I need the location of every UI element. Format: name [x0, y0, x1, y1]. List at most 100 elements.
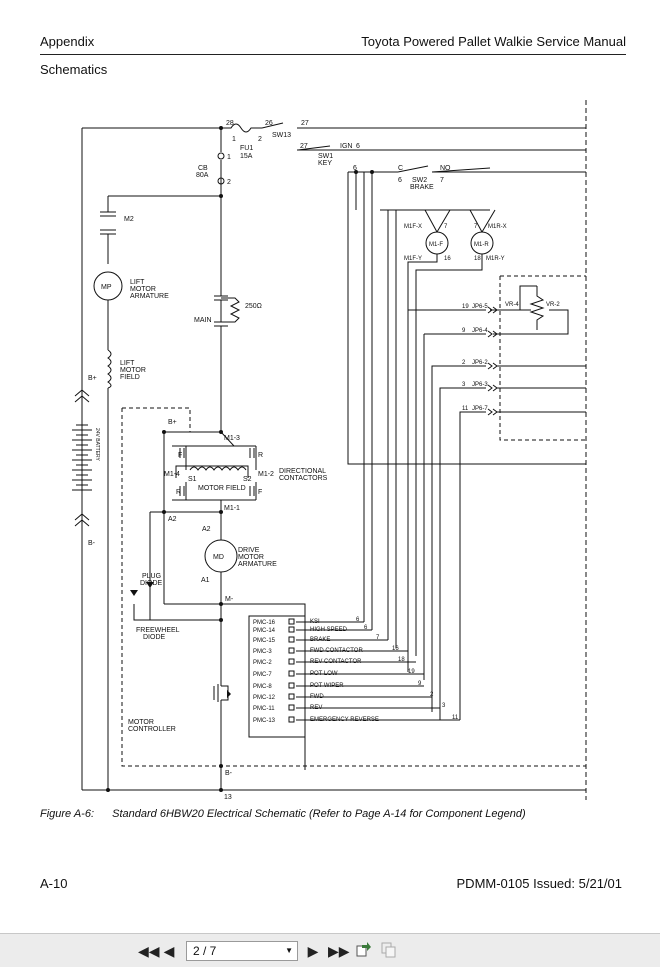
- label-wire-13: 13: [224, 794, 232, 801]
- pmc-signal-label: REV CONTACTOR: [310, 659, 362, 665]
- export-icon[interactable]: [354, 942, 372, 960]
- pmc-wire-number: 3: [442, 703, 446, 709]
- figure-text: Standard 6HBW20 Electrical Schematic (Re…: [112, 808, 526, 820]
- jp-connector-label: JP6-3: [472, 382, 488, 388]
- label-vr4: VR-4: [505, 302, 519, 308]
- label-s2: S2: [243, 476, 252, 483]
- jp-wire-label: 11: [462, 406, 469, 412]
- pmc-signal-label: KSI: [310, 619, 320, 625]
- label-sw1-key: KEY: [318, 160, 332, 167]
- label-directional-1: DIRECTIONAL: [279, 468, 326, 475]
- first-page-icon[interactable]: ◀◀: [138, 943, 160, 959]
- label-main: MAIN: [194, 317, 212, 324]
- label-drive-armature-2: MOTOR: [238, 554, 264, 561]
- pmc-pin-terminal: [288, 658, 295, 665]
- label-drive-armature-1: DRIVE: [238, 547, 260, 554]
- pmc-pin-terminal: [288, 626, 295, 633]
- figure-label: Figure A-6:: [40, 808, 95, 820]
- label-motor-controller-2: CONTROLLER: [128, 726, 176, 733]
- label-node-27b: 27: [300, 143, 308, 150]
- prev-page-icon[interactable]: ◀: [163, 943, 175, 959]
- pmc-pin-terminal: [288, 716, 295, 723]
- label-node-2: 2: [258, 136, 262, 143]
- pmc-pin-terminal: [288, 693, 295, 700]
- label-s1: S1: [188, 476, 197, 483]
- pmc-wire-number: 19: [408, 669, 415, 675]
- pmc-pin-label: PMC-15: [253, 638, 276, 644]
- label-node-28: 28: [226, 120, 234, 127]
- label-sw2: SW2: [412, 177, 427, 184]
- pmc-wire-number: 6: [356, 617, 360, 623]
- label-sw2-wire-7: 7: [440, 177, 444, 184]
- label-m2: M2: [124, 216, 134, 223]
- label-plug-diode-1: PLUG: [142, 573, 161, 580]
- label-ign-wire: 6: [356, 143, 360, 150]
- label-cb-pin1: 1: [227, 154, 231, 161]
- label-a1: A1: [201, 577, 210, 584]
- label-cb-pin2: 2: [227, 179, 231, 186]
- label-freewheel-1: FREEWHEEL: [136, 627, 180, 634]
- header-left: Appendix: [40, 34, 95, 49]
- label-ign: IGN: [340, 143, 352, 150]
- jp-wire-label: 2: [462, 360, 466, 366]
- label-sw2-wire-6: 6: [398, 177, 402, 184]
- label-vr2: VR-2: [546, 302, 560, 308]
- label-wire-6-top: 6: [353, 165, 357, 172]
- label-r-bottom: R: [176, 489, 181, 496]
- label-sw2-c: C: [398, 165, 403, 172]
- label-sw13: SW13: [272, 132, 291, 139]
- pmc-pin-label: PMC-13: [253, 718, 276, 724]
- label-r-right: R: [258, 452, 263, 459]
- jp-connector-symbol: [487, 408, 498, 416]
- page-select[interactable]: 2 / 7 ▼: [186, 941, 298, 961]
- pmc-signal-label: FWD: [310, 694, 324, 700]
- label-motor-field: MOTOR FIELD: [198, 485, 246, 492]
- label-mminus: M-: [225, 596, 234, 603]
- label-m1f-y: M1F-Y: [404, 256, 422, 262]
- last-page-icon[interactable]: ▶▶: [328, 943, 350, 959]
- label-250-ohm: 250Ω: [245, 303, 262, 310]
- pmc-wire-number: 2: [430, 692, 434, 698]
- jp-connector-symbol: [487, 384, 498, 392]
- pmc-wire-number: 18: [398, 657, 405, 663]
- pmc-pin-terminal: [288, 636, 295, 643]
- jp-wire-label: 9: [462, 328, 466, 334]
- figure-caption: Figure A-6: Standard 6HBW20 Electrical S…: [40, 808, 526, 820]
- pmc-wire-number: 6: [364, 625, 368, 631]
- pmc-signal-label: POT WIPER: [310, 683, 344, 689]
- label-plug-diode-2: DIODE: [140, 580, 163, 587]
- jp-connector-label: JP6-7: [472, 406, 488, 412]
- pmc-wire-number: 16: [392, 646, 399, 652]
- label-m12: M1-2: [258, 471, 274, 478]
- label-f-left: F: [178, 452, 182, 459]
- pmc-signal-label: FWD CONTACTOR: [310, 648, 363, 654]
- next-page-icon[interactable]: ▶: [307, 943, 319, 959]
- pmc-pin-label: PMC-7: [253, 672, 272, 678]
- label-m1r-x: M1R-X: [488, 224, 507, 230]
- label-motor-controller-1: MOTOR: [128, 719, 154, 726]
- label-sw1: SW1: [318, 153, 333, 160]
- section-title: Schematics: [40, 62, 108, 77]
- header-rule: [40, 54, 626, 55]
- label-mp: MP: [101, 284, 112, 291]
- pmc-pin-label: PMC-14: [253, 628, 276, 634]
- label-sw2-brake: BRAKE: [410, 184, 434, 191]
- label-m1f-x: M1F-X: [404, 224, 422, 230]
- label-m1r-wire-bot: 18: [474, 256, 481, 262]
- pmc-pin-label: PMC-3: [253, 649, 272, 655]
- copy-icon[interactable]: [380, 942, 398, 960]
- pmc-pin-terminal: [288, 704, 295, 711]
- label-drive-armature-3: ARMATURE: [238, 561, 277, 568]
- label-cb: CB: [198, 165, 208, 172]
- label-m1r-y: M1R-Y: [486, 256, 505, 262]
- pmc-pin-label: PMC-16: [253, 620, 276, 626]
- pmc-signal-label: EMERGENCY REVERSE: [310, 717, 379, 723]
- pmc-pin-terminal: [288, 670, 295, 677]
- jp-connector-label: JP6-2: [472, 360, 488, 366]
- pmc-signal-label: HIGH SPEED: [310, 627, 348, 633]
- pmc-pin-label: PMC-2: [253, 660, 272, 666]
- footer-doc: PDMM-0105 Issued: 5/21/01: [456, 876, 622, 891]
- label-node-26: 26: [265, 120, 273, 127]
- label-freewheel-2: DIODE: [143, 634, 166, 641]
- label-lift-armature-2: MOTOR: [130, 286, 156, 293]
